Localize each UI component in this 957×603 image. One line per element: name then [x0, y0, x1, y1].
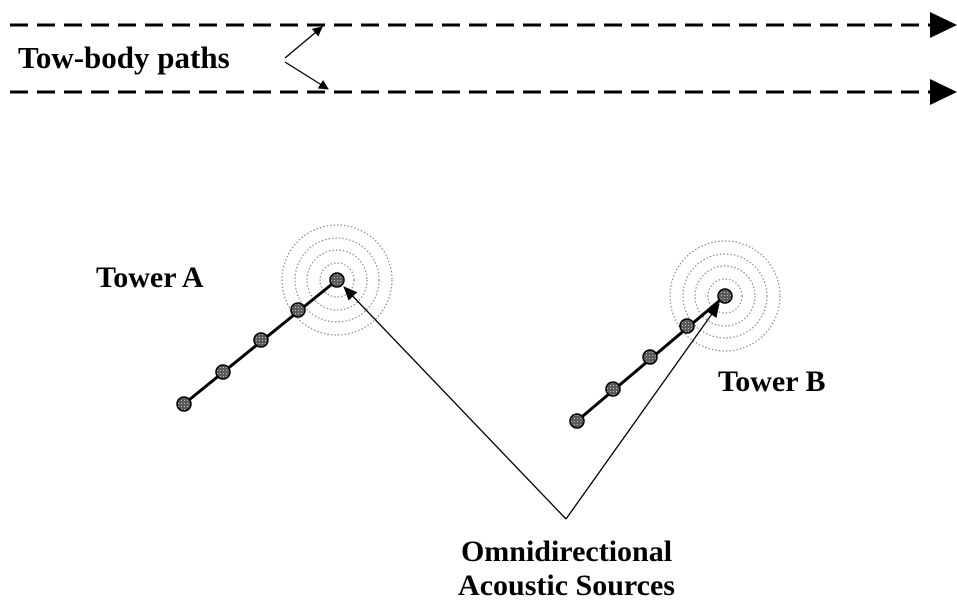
arrow-to-source-a — [343, 286, 567, 520]
tow-body-paths-label: Tow-body paths — [18, 40, 230, 75]
sensor-node — [569, 413, 585, 429]
sensor-node — [642, 349, 658, 365]
tow-body-path-1 — [10, 12, 957, 38]
sensor-node — [176, 396, 192, 412]
tower-b-label: Tower B — [718, 365, 826, 398]
tower-a — [176, 224, 393, 412]
sensor-node — [679, 318, 695, 334]
tow-body-path-2 — [10, 79, 957, 105]
acoustic-source-b — [717, 288, 733, 304]
sensor-node — [290, 302, 306, 318]
source-ripples-a — [281, 224, 393, 336]
acoustic-source-a — [329, 272, 345, 288]
tower-a-label: Tower A — [96, 261, 204, 294]
sensor-node — [253, 332, 269, 348]
source-ripples-b — [669, 240, 781, 352]
sources-label-line-2: Acoustic Sources — [458, 569, 675, 602]
sources-label-line-1: Omnidirectional — [460, 535, 673, 568]
acoustic-sources-label: Omnidirectional Acoustic Sources — [400, 535, 733, 603]
sensor-node — [215, 364, 231, 380]
source-pointer-arrows — [343, 286, 720, 520]
paths-label-pointers — [284, 26, 329, 90]
sensor-node — [605, 381, 621, 397]
tower-b — [569, 240, 781, 429]
arrow-to-source-b — [565, 303, 720, 520]
